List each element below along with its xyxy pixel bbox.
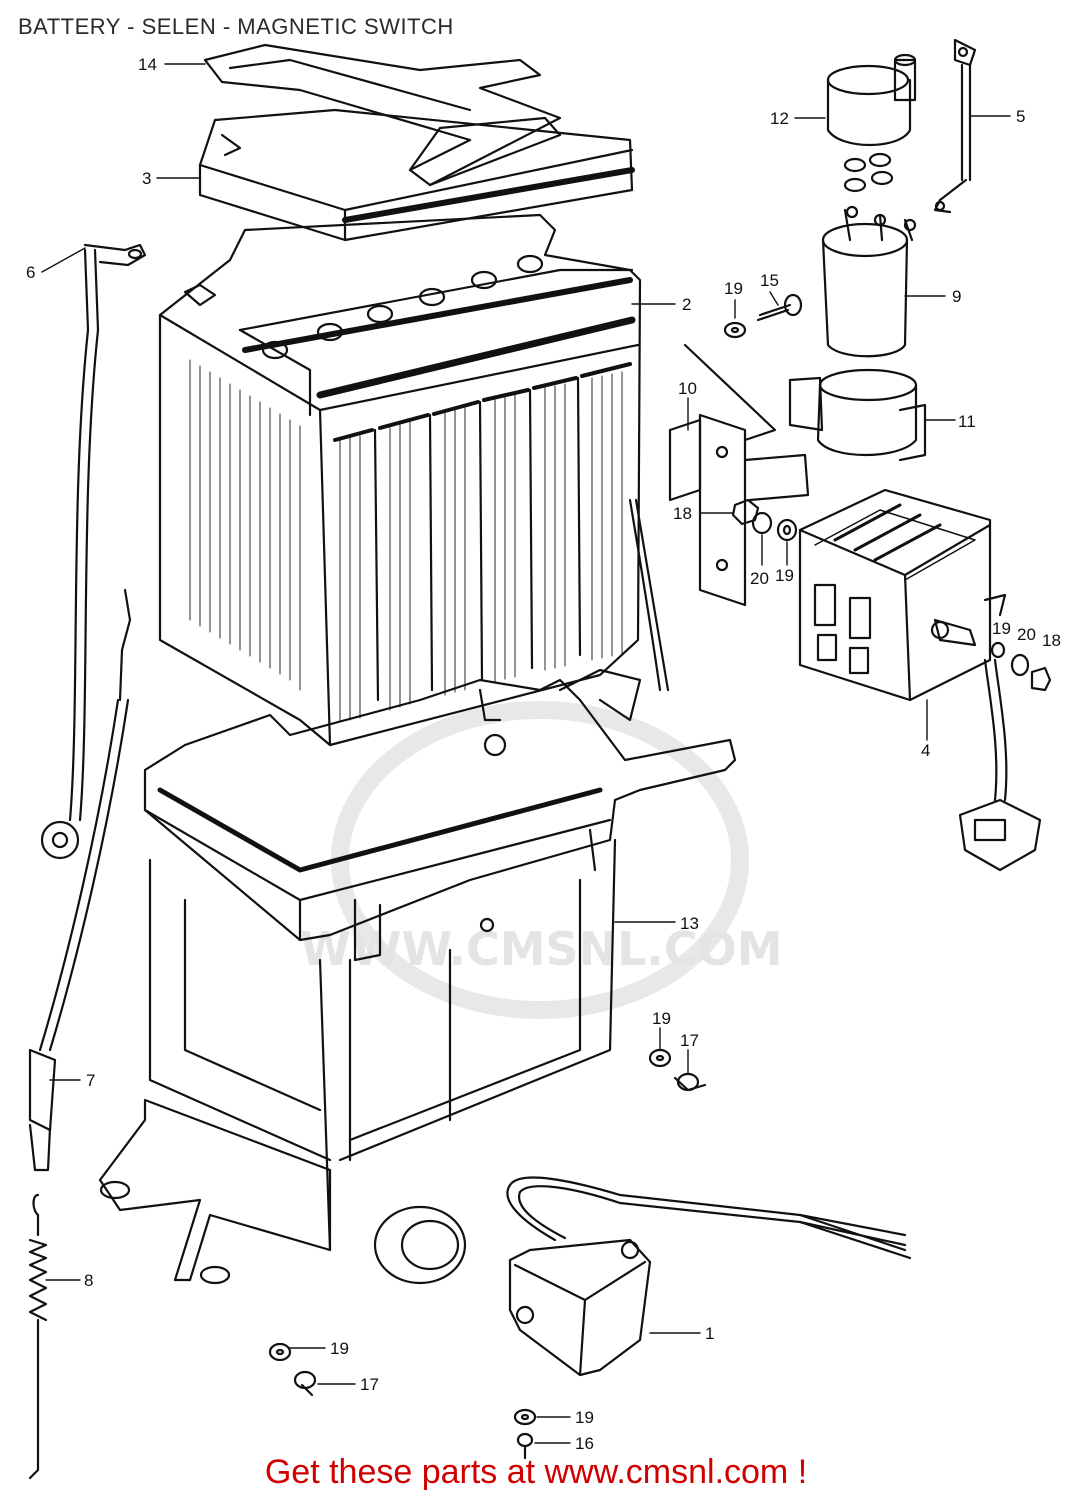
rectifier-part-4 bbox=[798, 488, 1042, 872]
callout-19d: 19 bbox=[652, 1009, 671, 1028]
callout-19a: 19 bbox=[724, 279, 743, 298]
switch-cap-part-12 bbox=[826, 53, 917, 146]
callout-17b: 17 bbox=[360, 1375, 379, 1394]
callout-17a: 17 bbox=[680, 1031, 699, 1050]
battery-pad-part-3 bbox=[198, 108, 635, 242]
footer-link[interactable]: Get these parts at www.cmsnl.com ! bbox=[264, 1453, 808, 1491]
callout-19f: 19 bbox=[575, 1408, 594, 1427]
hardware-18-20-19 bbox=[731, 498, 798, 542]
callout-2: 2 bbox=[682, 295, 691, 314]
callout-16: 16 bbox=[575, 1434, 594, 1453]
callout-3: 3 bbox=[142, 169, 151, 188]
callout-10: 10 bbox=[678, 379, 697, 398]
battery-part-2 bbox=[158, 213, 670, 747]
callout-labels: 14 3 6 2 12 5 9 19 15 10 11 18 20 19 19 … bbox=[26, 55, 1061, 1453]
callout-5: 5 bbox=[1016, 107, 1025, 126]
hardware-19-17-center bbox=[648, 1048, 707, 1092]
cap-nuts bbox=[843, 152, 894, 193]
battery-strap-part-14 bbox=[203, 43, 562, 187]
diagram-title: BATTERY - SELEN - MAGNETIC SWITCH bbox=[18, 14, 454, 39]
callout-12: 12 bbox=[770, 109, 789, 128]
callout-7: 7 bbox=[86, 1071, 95, 1090]
callout-9: 9 bbox=[952, 287, 961, 306]
callout-19b: 19 bbox=[775, 566, 794, 585]
svg-text:WWW.CMSNL.COM: WWW.CMSNL.COM bbox=[300, 922, 783, 976]
callout-4: 4 bbox=[921, 741, 930, 760]
cable-part-6 bbox=[40, 243, 147, 860]
leader-lines bbox=[41, 63, 1011, 1444]
cable-part-7 bbox=[28, 588, 132, 1172]
callout-15: 15 bbox=[760, 271, 779, 290]
hardware-19-20-18-right bbox=[990, 641, 1052, 692]
magnetic-switch-part-9 bbox=[821, 205, 917, 358]
hardware-19-16-bottom bbox=[513, 1408, 537, 1460]
callout-1: 1 bbox=[705, 1324, 714, 1343]
bracket-part-10 bbox=[668, 343, 810, 607]
callout-20a: 20 bbox=[750, 569, 769, 588]
hardware-19-17-left bbox=[268, 1342, 317, 1397]
callout-18b: 18 bbox=[1042, 631, 1061, 650]
callout-14: 14 bbox=[138, 55, 157, 74]
bolt-part-15 bbox=[723, 293, 803, 339]
callout-13: 13 bbox=[680, 914, 699, 933]
selenium-rectifier-part-1 bbox=[506, 1176, 912, 1377]
battery-holder-part-13 bbox=[98, 668, 737, 1285]
callout-20b: 20 bbox=[1017, 625, 1036, 644]
callout-8: 8 bbox=[84, 1271, 93, 1290]
callout-18a: 18 bbox=[673, 504, 692, 523]
callout-6: 6 bbox=[26, 263, 35, 282]
callout-11: 11 bbox=[958, 412, 976, 431]
spring-part-8 bbox=[28, 1193, 48, 1480]
callout-19e: 19 bbox=[330, 1339, 349, 1358]
switch-holder-part-11 bbox=[788, 368, 927, 462]
callout-19c: 19 bbox=[992, 619, 1011, 638]
cable-part-5 bbox=[933, 38, 977, 214]
